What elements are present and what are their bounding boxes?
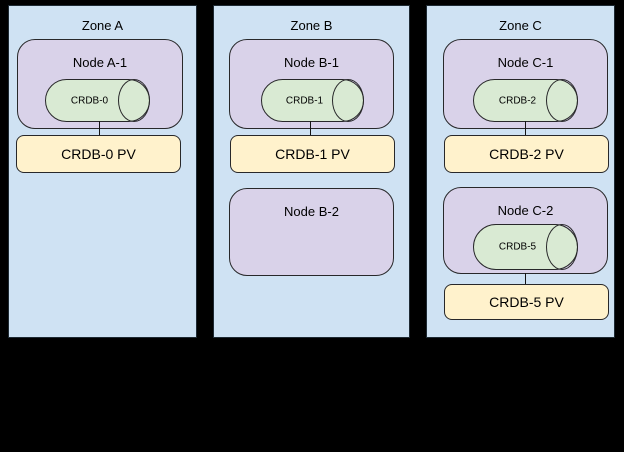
pod-cylinder-crdb-0: CRDB-0 [45, 79, 150, 122]
pv-box-crdb-0: CRDB-0 PV [16, 135, 181, 173]
pod-cylinder-crdb-1: CRDB-1 [261, 79, 364, 122]
connector-line [525, 273, 526, 284]
pod-label: CRDB-0 [70, 95, 109, 106]
node-a-1: Node A-1 CRDB-0 [17, 39, 183, 129]
connector-line [310, 121, 311, 135]
zone-a: Zone A Node A-1 CRDB-0 CRDB-0 PV [8, 5, 197, 338]
pv-label: CRDB-1 PV [275, 146, 350, 162]
node-b-1: Node B-1 CRDB-1 [229, 39, 394, 129]
node-title: Node C-2 [497, 203, 554, 218]
zone-title: Zone B [290, 18, 333, 33]
pv-box-crdb-2: CRDB-2 PV [444, 135, 609, 173]
pod-cylinder-crdb-5: CRDB-5 [473, 224, 578, 270]
node-title: Node C-1 [497, 55, 554, 70]
pv-label: CRDB-5 PV [489, 294, 564, 310]
pod-label: CRDB-5 [498, 241, 537, 253]
node-title: Node B-2 [284, 204, 339, 219]
zone-b: Zone B Node B-1 CRDB-1 CRDB-1 PV Node B-… [213, 5, 410, 338]
node-title: Node A-1 [72, 55, 128, 70]
pod-label: CRDB-1 [285, 95, 324, 106]
pv-label: CRDB-2 PV [489, 146, 564, 162]
zone-title: Zone A [81, 18, 124, 33]
pv-box-crdb-1: CRDB-1 PV [230, 135, 395, 173]
pv-box-crdb-5: CRDB-5 PV [444, 284, 609, 320]
cylinder-end-ellipse-icon [332, 79, 364, 122]
connector-line [99, 121, 100, 135]
node-b-2: Node B-2 [229, 188, 394, 276]
cylinder-end-ellipse-icon [546, 79, 578, 122]
cylinder-end-ellipse-icon [118, 79, 150, 122]
zone-title: Zone C [499, 18, 542, 33]
connector-line [525, 121, 526, 135]
node-c-1: Node C-1 CRDB-2 [443, 39, 608, 129]
node-c-2: Node C-2 CRDB-5 [443, 187, 608, 274]
pv-label: CRDB-0 PV [61, 146, 136, 162]
cylinder-end-ellipse-icon [546, 224, 578, 270]
node-title: Node B-1 [284, 55, 339, 70]
pod-label: CRDB-2 [498, 95, 537, 106]
zone-c: Zone C Node C-1 CRDB-2 CRDB-2 PV Node C-… [426, 5, 615, 338]
pod-cylinder-crdb-2: CRDB-2 [473, 79, 578, 122]
